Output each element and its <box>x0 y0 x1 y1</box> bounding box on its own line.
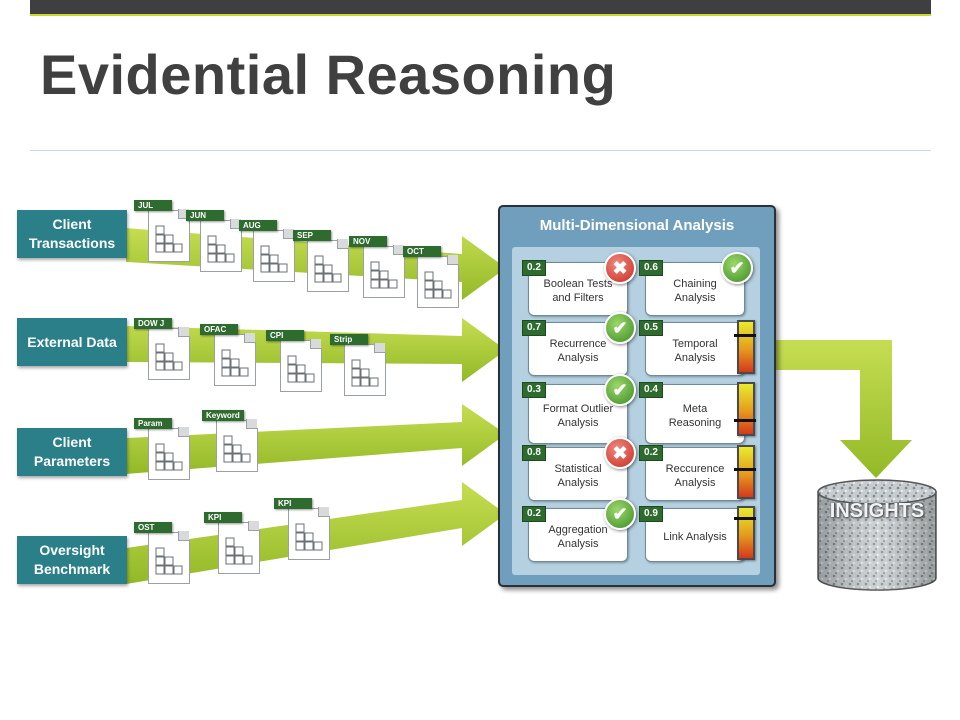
score-badge: 0.2 <box>522 260 546 276</box>
cross-icon: ✖ <box>604 252 636 284</box>
score-badge: 0.9 <box>639 506 663 522</box>
insights-label: INSIGHTS <box>829 500 925 522</box>
analysis-label: Boolean Tests and Filters <box>543 278 613 304</box>
analysis-label: Chaining Analysis <box>673 278 717 304</box>
analysis-label: Statistical Analysis <box>554 463 602 489</box>
level-gauge <box>734 445 756 499</box>
score-badge: 0.3 <box>522 382 546 398</box>
document-tag: AUG <box>239 220 277 231</box>
document-tag: OCT <box>403 246 441 257</box>
document-tag: JUN <box>186 210 224 221</box>
document-icon: DOW J <box>134 318 190 380</box>
document-tag: JUL <box>134 200 172 211</box>
gauge-marker <box>734 419 756 422</box>
level-gauge <box>734 506 756 560</box>
document-icon: Param <box>134 418 190 480</box>
score-badge: 0.5 <box>639 320 663 336</box>
document-tag: OST <box>134 522 172 533</box>
score-badge: 0.7 <box>522 320 546 336</box>
page-title: Evidential Reasoning <box>40 43 617 106</box>
score-badge: 0.2 <box>639 445 663 461</box>
analysis-label: Format Outlier Analysis <box>542 403 614 429</box>
check-icon: ✔ <box>604 374 636 406</box>
document-tag: Strip <box>330 334 368 345</box>
arrow-output <box>772 340 912 478</box>
document-icon: JUL <box>134 200 190 262</box>
document-icon: OFAC <box>200 324 256 386</box>
top-bar <box>30 0 931 14</box>
score-badge: 0.2 <box>522 506 546 522</box>
panel-title: Multi-Dimensional Analysis <box>539 217 735 234</box>
analysis-label: Reccurence Analysis <box>665 463 725 489</box>
document-icon: KPI <box>274 498 330 560</box>
document-icon: OCT <box>403 246 459 308</box>
category-client-parameters: Client Parameters <box>17 428 127 476</box>
document-icon: Keyword <box>202 410 258 472</box>
document-tag: Param <box>134 418 172 429</box>
insights-database: INSIGHTS <box>816 478 938 592</box>
database-icon <box>817 479 937 591</box>
category-external-data: External Data <box>17 318 127 366</box>
document-tag: Keyword <box>202 410 244 421</box>
check-icon: ✔ <box>604 498 636 530</box>
analysis-label: Recurrence Analysis <box>549 338 607 364</box>
analysis-label: Temporal Analysis <box>672 338 718 364</box>
document-icon: CPI <box>266 330 322 392</box>
gauge-marker <box>734 517 756 520</box>
document-icon: Strip <box>330 334 386 396</box>
gauge-marker <box>734 334 756 337</box>
score-badge: 0.8 <box>522 445 546 461</box>
category-oversight-benchmark: Oversight Benchmark <box>17 536 127 584</box>
document-tag: OFAC <box>200 324 238 335</box>
document-tag: KPI <box>274 498 312 509</box>
document-tag: KPI <box>204 512 242 523</box>
top-accent-line <box>30 14 931 16</box>
check-icon: ✔ <box>721 252 753 284</box>
cross-icon: ✖ <box>604 437 636 469</box>
document-icon: KPI <box>204 512 260 574</box>
document-icon: SEP <box>293 230 349 292</box>
title-divider <box>30 150 931 151</box>
gauge-marker <box>734 468 756 471</box>
document-icon: NOV <box>349 236 405 298</box>
analysis-label: Aggregation Analysis <box>548 524 608 550</box>
category-client-transactions: Client Transactions <box>17 210 127 258</box>
document-icon: JUN <box>186 210 242 272</box>
check-icon: ✔ <box>604 312 636 344</box>
level-gauge <box>734 382 756 436</box>
document-icon: OST <box>134 522 190 584</box>
document-tag: NOV <box>349 236 387 247</box>
document-tag: DOW J <box>134 318 172 329</box>
score-badge: 0.6 <box>639 260 663 276</box>
document-tag: CPI <box>266 330 304 341</box>
analysis-label: Link Analysis <box>663 531 727 543</box>
score-badge: 0.4 <box>639 382 663 398</box>
document-icon: AUG <box>239 220 295 282</box>
level-gauge <box>734 320 756 374</box>
document-tag: SEP <box>293 230 331 241</box>
analysis-label: Meta Reasoning <box>668 403 722 429</box>
